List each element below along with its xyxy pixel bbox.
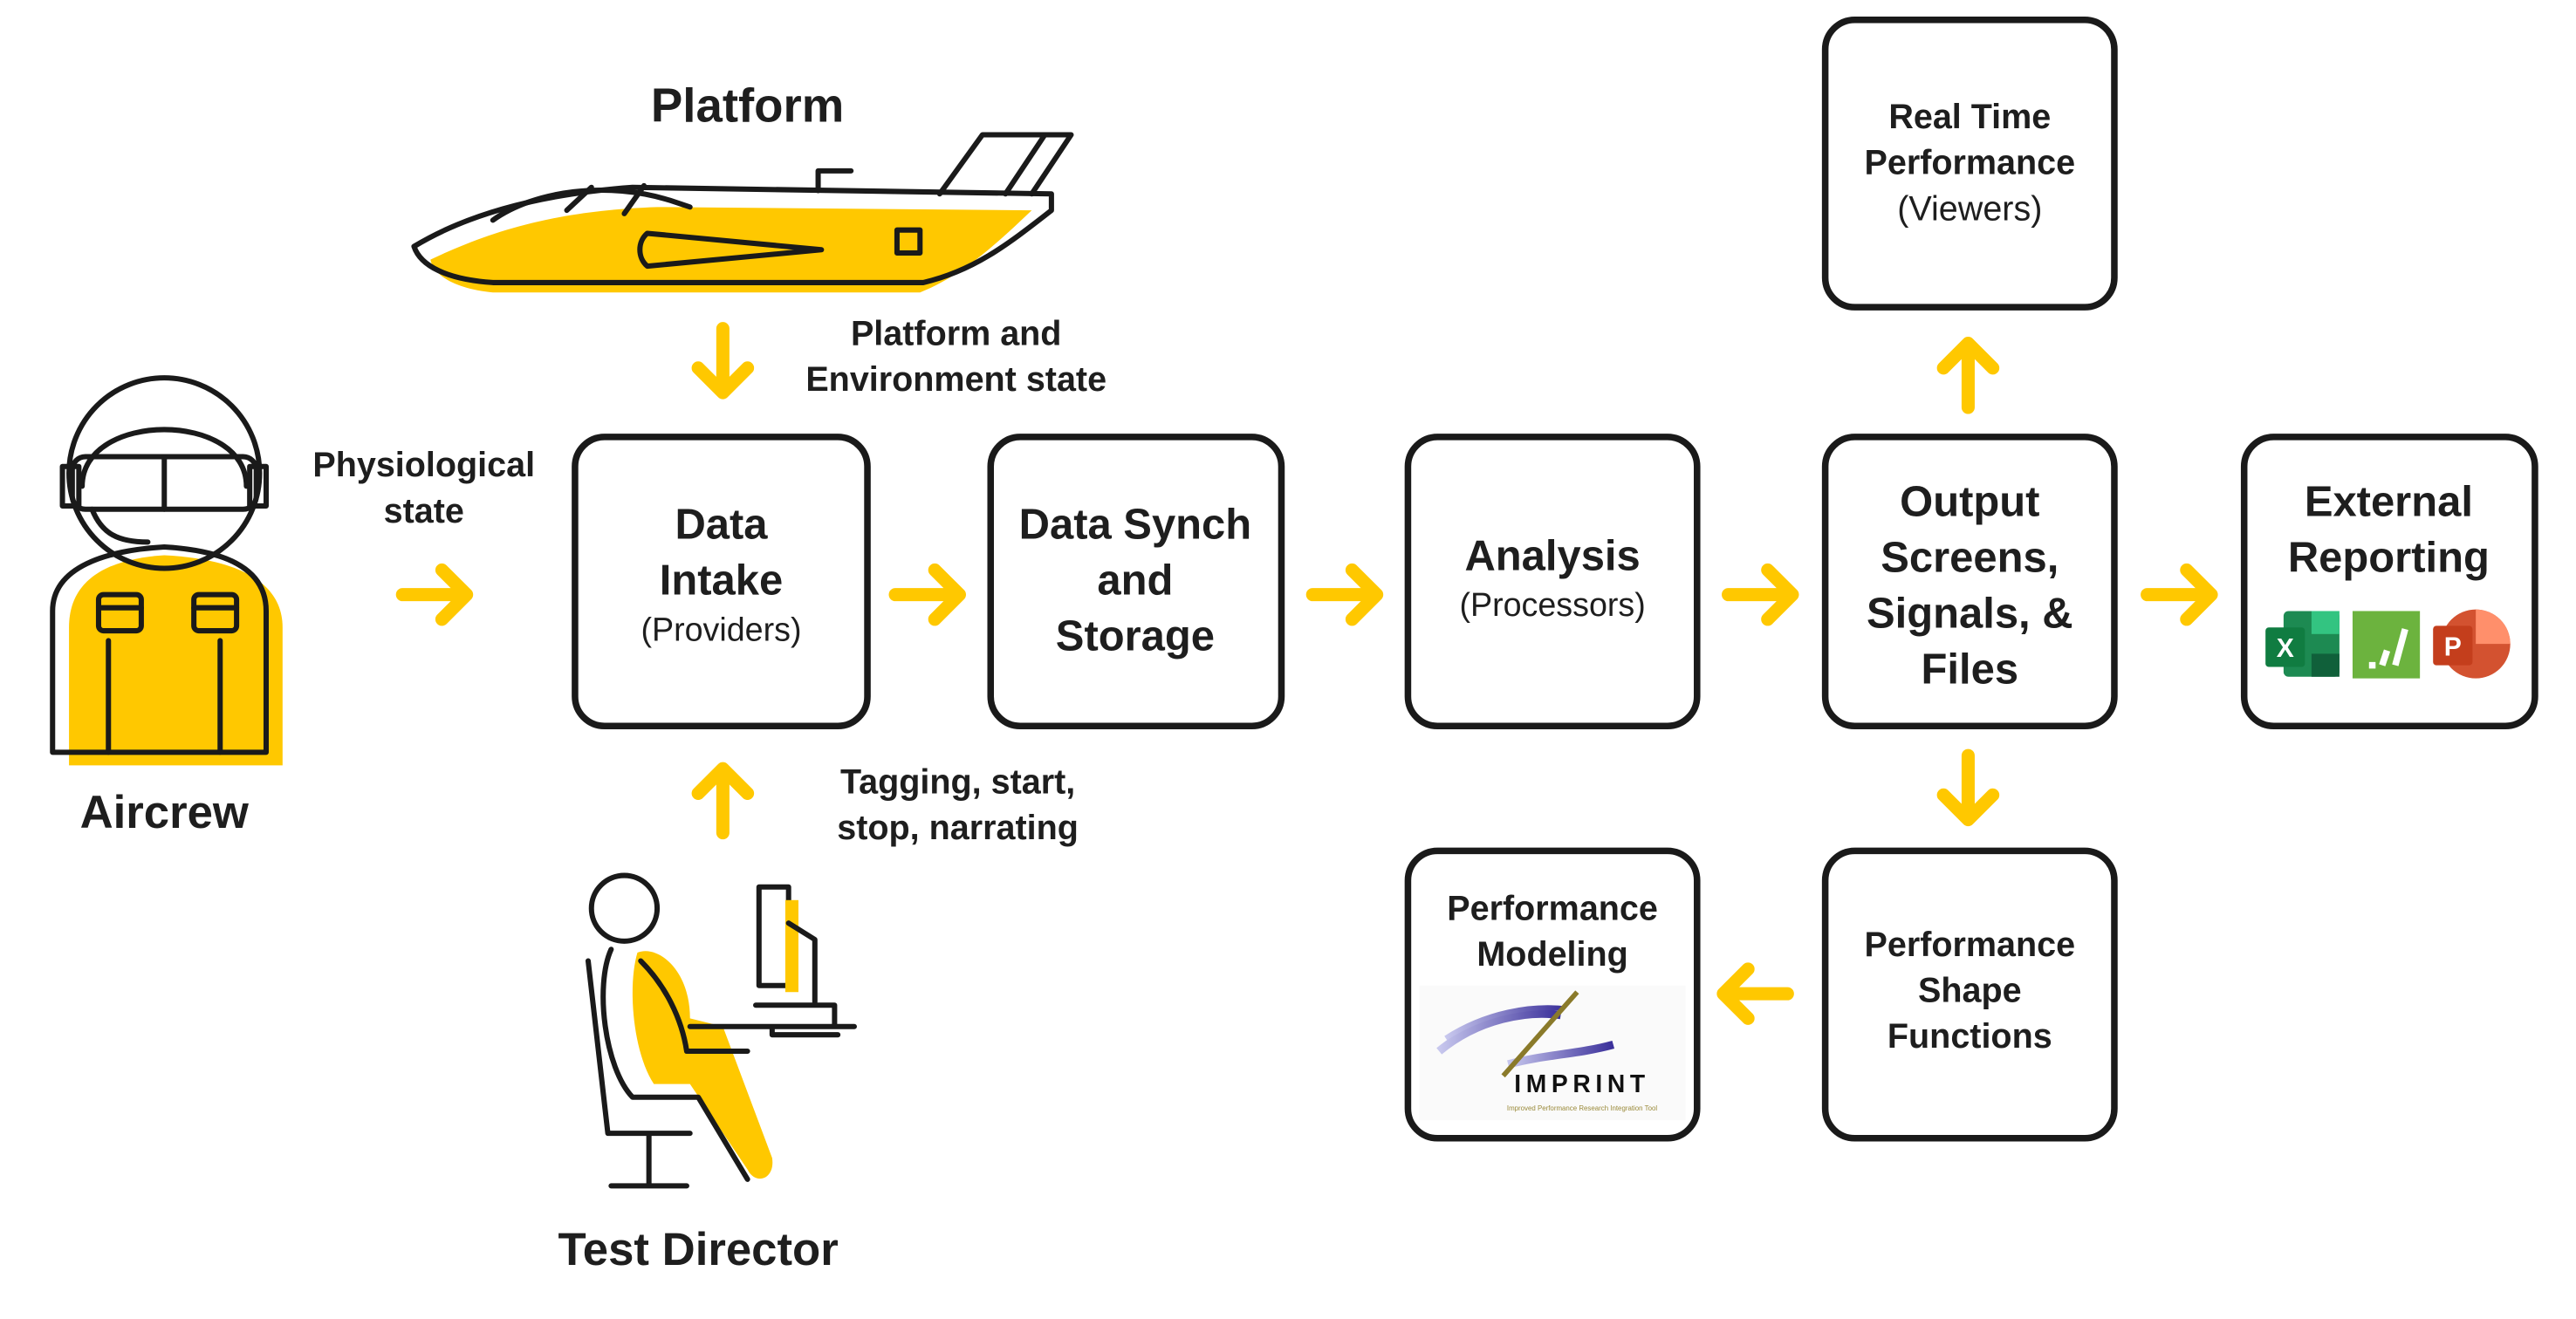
real-time-performance-box: Real Time Performance (Viewers): [1821, 16, 2118, 311]
box-title: Performance: [1447, 889, 1658, 927]
arrow-up-icon: [691, 762, 755, 840]
arrow-right-icon: [888, 563, 967, 626]
svg-text:X: X: [2277, 634, 2294, 663]
box-subtitle: (Processors): [1459, 586, 1645, 623]
box-title: Intake: [660, 557, 783, 605]
box-title: Analysis: [1464, 532, 1640, 579]
arrow-right-icon: [395, 563, 474, 626]
box-title: Files: [1922, 646, 2019, 693]
arrow-right-icon: [1305, 563, 1384, 626]
box-title: Screens,: [1881, 534, 2059, 581]
arrow-right-icon: [2141, 563, 2218, 626]
aircrew-icon: [50, 375, 283, 766]
aircraft-icon: [411, 132, 1074, 293]
box-title: and: [1097, 557, 1173, 605]
data-synch-box: Data Synch and Storage: [987, 434, 1285, 730]
box-title: Storage: [1056, 613, 1215, 660]
box-title: Performance: [1865, 144, 2076, 182]
output-box: Output Screens, Signals, & Files: [1821, 434, 2118, 730]
platform-label: Platform: [651, 79, 844, 132]
box-title: Reporting: [2288, 534, 2490, 581]
performance-modeling-box: Performance Modeling IMPRINT Improved Pe…: [1404, 847, 1701, 1142]
arrow-left-icon: [1716, 962, 1794, 1025]
test-director-icon: [585, 872, 857, 1189]
tagging-label: stop, narrating: [837, 809, 1079, 847]
arrow-right-icon: [1722, 563, 1799, 626]
platform-state-label: Platform and: [851, 314, 1062, 352]
box-title: Real Time: [1888, 98, 2051, 136]
powerpoint-icon: P: [2433, 609, 2511, 679]
test-director-label: Test Director: [558, 1224, 839, 1275]
physiological-state-label: state: [384, 492, 464, 530]
box-title: Modeling: [1476, 935, 1627, 974]
box-subtitle: (Providers): [641, 611, 801, 647]
box-title: Data Synch: [1019, 502, 1252, 549]
svg-text:Improved Performance Research: Improved Performance Research Integratio…: [1507, 1104, 1657, 1112]
box-title: Output: [1900, 478, 2039, 525]
svg-text:P: P: [2444, 632, 2462, 661]
performance-shape-functions-box: Performance Shape Functions: [1821, 847, 2118, 1142]
physiological-state-label: Physiological: [312, 446, 535, 484]
box-subtitle: (Viewers): [1897, 189, 2042, 228]
box-title: Performance: [1865, 926, 2076, 964]
excel-icon: X: [2265, 611, 2340, 677]
chart-app-icon: [2352, 611, 2421, 679]
imprint-logo: IMPRINT Improved Performance Research In…: [1419, 985, 1686, 1121]
arrow-down-icon: [1936, 748, 2000, 827]
box-title: External: [2305, 478, 2473, 525]
arrow-down-icon: [691, 322, 755, 400]
arrow-up-icon: [1936, 337, 2000, 414]
platform-state-label: Environment state: [805, 360, 1106, 399]
aircrew-label: Aircrew: [80, 787, 250, 838]
svg-text:IMPRINT: IMPRINT: [1514, 1070, 1650, 1097]
external-reporting-box: External Reporting X P: [2240, 434, 2538, 730]
box-title: Shape: [1918, 972, 2022, 1010]
arrows: [395, 322, 2218, 1025]
box-title: Data: [675, 502, 768, 549]
tagging-label: Tagging, start,: [840, 762, 1075, 801]
box-title: Functions: [1887, 1017, 2052, 1056]
box-title: Signals, &: [1867, 590, 2073, 637]
analysis-box: Analysis (Processors): [1404, 434, 1701, 730]
data-intake-box: Data Intake (Providers): [572, 434, 871, 730]
